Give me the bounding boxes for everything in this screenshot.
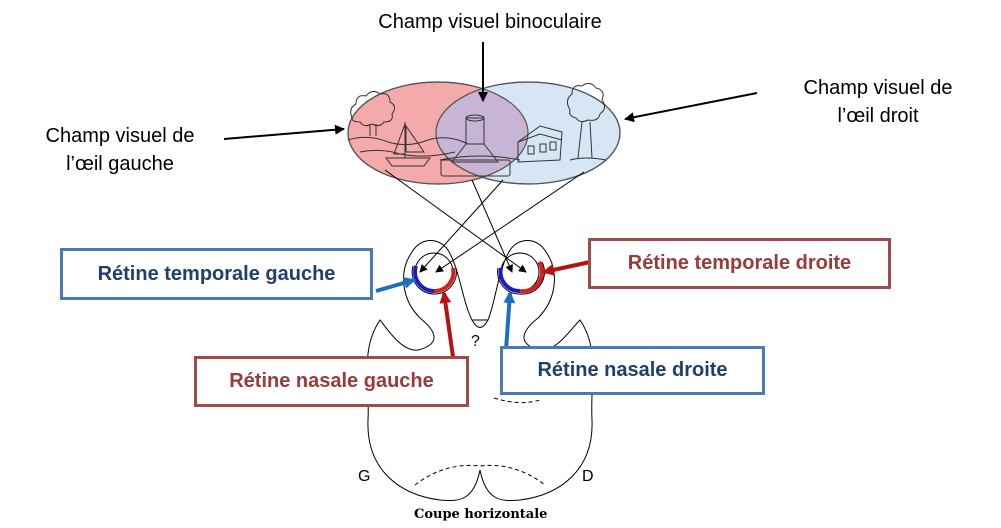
- left-side-label: G: [358, 468, 371, 485]
- binocular-overlap: [436, 82, 528, 184]
- tree-icon: [566, 82, 607, 161]
- sailboat-icon: [385, 122, 431, 167]
- arrow-right-nasal: [503, 291, 516, 351]
- arrow-left-temporal: [375, 277, 416, 293]
- right-eye-field-label-line2: l’œil droit: [837, 105, 919, 127]
- label-arrows: [223, 42, 758, 140]
- retina-pointer-arrows: [375, 260, 591, 358]
- tower-icon: [440, 114, 511, 177]
- arrow-right-temporal: [542, 260, 591, 276]
- arrow-left-nasal: [439, 291, 455, 358]
- left-temporal-retina: [413, 265, 435, 293]
- left-temporal-retina-box: Rétine temporale gauche: [60, 248, 373, 300]
- left-eye-field-label-line1: Champ visuel de: [45, 125, 195, 147]
- right-nasal-retina: [498, 267, 521, 294]
- right-side-label: D: [582, 468, 594, 485]
- binocular-field-label: Champ visuel binoculaire: [378, 11, 602, 33]
- right-temporal-retina-box: Rétine temporale droite: [588, 238, 891, 289]
- left-nasal-retina: [433, 267, 456, 294]
- brain-outline: [366, 240, 594, 501]
- right-temporal-retina: [519, 260, 544, 294]
- section-caption: Coupe horizontale: [414, 507, 548, 522]
- house-icon: [517, 125, 563, 163]
- projection-lines: [384, 169, 585, 273]
- tree-icon: [350, 90, 396, 136]
- left-nasal-retina-box: Rétine nasale gauche: [194, 356, 469, 407]
- right-eye-field-label-line1: Champ visuel de: [803, 77, 953, 99]
- question-mark: ?: [471, 333, 480, 350]
- right-nasal-retina-box: Rétine nasale droite: [500, 346, 765, 395]
- left-eye: [411, 252, 457, 295]
- scene-sketch: [347, 82, 607, 177]
- right-eye-field-label: Champ visuel de l’œil droit: [778, 74, 978, 130]
- left-eye-field-label: Champ visuel de l’œil gauche: [20, 122, 220, 178]
- right-eye: [497, 252, 545, 295]
- left-eye-field-label-line2: l’œil gauche: [66, 153, 174, 175]
